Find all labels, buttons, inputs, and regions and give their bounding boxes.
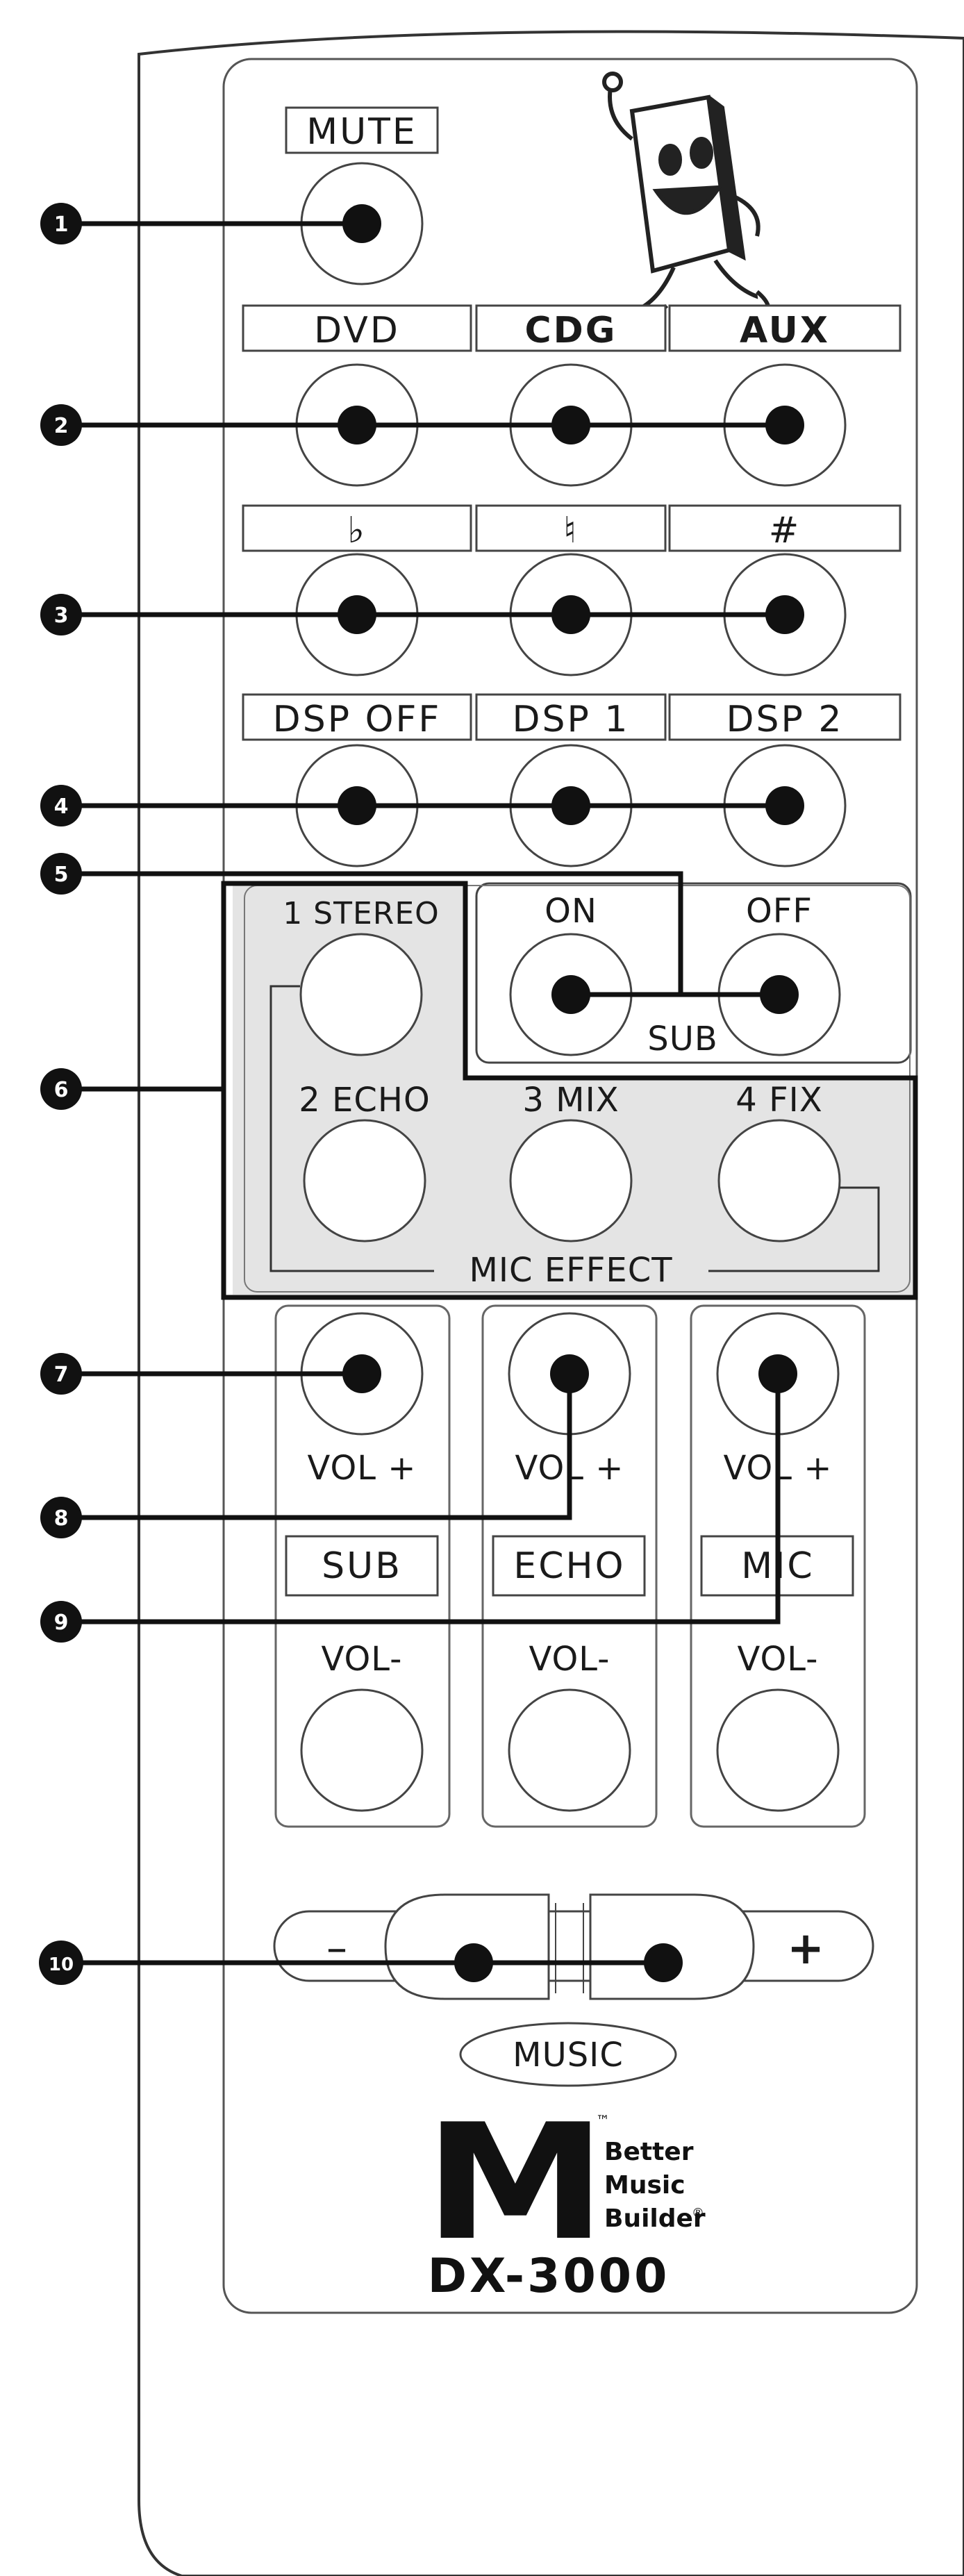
- echo-button[interactable]: [303, 1119, 426, 1243]
- logo-letters: M: [424, 2090, 606, 2275]
- music-label: MUSIC: [513, 2036, 624, 2075]
- callout-6: 6: [40, 1068, 82, 1110]
- svg-text:8: 8: [54, 1506, 69, 1531]
- natural-label-box: [475, 504, 667, 552]
- sharp-label: #: [769, 510, 801, 551]
- svg-text:10: 10: [49, 1954, 74, 1975]
- echo-label: 2 ECHO: [299, 1081, 431, 1120]
- svg-text:5: 5: [54, 863, 69, 887]
- callout-dots: [338, 204, 804, 1982]
- dsp1-label: DSP 1: [512, 699, 629, 740]
- model-label: DX-3000: [428, 2249, 670, 2304]
- callout-2: 2: [40, 404, 82, 446]
- mic-vol-down-label: VOL-: [738, 1640, 819, 1679]
- logo-line-3: Builder: [604, 2204, 706, 2233]
- music-label-oval: [459, 2022, 677, 2087]
- echo-vol-down-label: VOL-: [529, 1640, 610, 1679]
- dvd-label: DVD: [314, 310, 400, 351]
- mic-vol-down-button[interactable]: [716, 1688, 840, 1812]
- dsp2-label-box: [668, 693, 901, 741]
- fix-button[interactable]: [717, 1119, 841, 1243]
- aux-label-box: [668, 304, 901, 352]
- sub-off-label: OFF: [746, 892, 813, 931]
- brand-logo: M ™ Better Music Builder ® DX-3000: [424, 2090, 706, 2304]
- sub-name-box: [285, 1535, 439, 1597]
- dsp2-label: DSP 2: [726, 699, 843, 740]
- echo-vol-down-button[interactable]: [508, 1688, 631, 1812]
- svg-text:9: 9: [54, 1611, 69, 1635]
- sub-group-label: SUB: [647, 1020, 718, 1058]
- svg-text:7: 7: [54, 1363, 69, 1387]
- cdg-label: CDG: [524, 310, 617, 351]
- music-rocker-track: [273, 1910, 874, 1982]
- logo-line-1: Better: [604, 2138, 694, 2166]
- logo-tm: ™: [596, 2112, 610, 2129]
- dsp-off-label: DSP OFF: [273, 699, 442, 740]
- callout-10: 10: [39, 1941, 83, 1985]
- svg-text:3: 3: [54, 604, 69, 628]
- dvd-label-box: [242, 304, 472, 352]
- svg-text:4: 4: [54, 795, 69, 819]
- callout-8: 8: [40, 1497, 82, 1538]
- sub-vol-down-label: VOL-: [322, 1640, 403, 1679]
- svg-text:2: 2: [54, 414, 69, 438]
- sharp-label-box: [668, 504, 901, 552]
- fix-label: 4 FIX: [736, 1081, 822, 1120]
- mix-label: 3 MIX: [522, 1081, 619, 1120]
- callout-5: 5: [40, 853, 82, 895]
- flat-label: ♭: [347, 510, 367, 551]
- callout-6-frame: [221, 881, 918, 1300]
- sub-vol-up-label: VOL +: [308, 1449, 417, 1488]
- cdg-label-box: [475, 304, 667, 352]
- aux-label: AUX: [740, 310, 830, 351]
- svg-text:1: 1: [54, 213, 69, 237]
- music-plus-label: +: [787, 1923, 824, 1975]
- callout-9: 9: [40, 1601, 82, 1643]
- echo-name-label: ECHO: [513, 1545, 625, 1587]
- mic-effect-label: MIC EFFECT: [469, 1251, 672, 1290]
- callout-3: 3: [40, 594, 82, 635]
- mic-effect-label-bg: [438, 1250, 705, 1289]
- sub-vol-down-button[interactable]: [300, 1688, 424, 1812]
- logo-line-2: Music: [604, 2171, 685, 2200]
- logo-registered: ®: [692, 2206, 704, 2220]
- stereo-button[interactable]: [299, 933, 423, 1056]
- callout-4: 4: [40, 785, 82, 826]
- dsp1-label-box: [475, 693, 667, 741]
- mic-effect-bracket: [269, 985, 880, 1272]
- stereo-label: 1 STEREO: [283, 896, 440, 931]
- flat-label-box: [242, 504, 472, 552]
- svg-text:6: 6: [54, 1078, 69, 1102]
- dsp-off-label-box: [242, 693, 472, 741]
- sub-name-label: SUB: [322, 1545, 402, 1587]
- sub-on-label: ON: [545, 892, 597, 931]
- natural-label: ♮: [563, 510, 579, 551]
- mix-button[interactable]: [509, 1119, 633, 1243]
- callout-7: 7: [40, 1353, 82, 1395]
- callout-1: 1: [40, 203, 82, 244]
- echo-name-box: [492, 1535, 646, 1597]
- mic-effect-frame: [244, 885, 911, 1293]
- mute-label-box: [285, 106, 439, 154]
- mute-label: MUTE: [306, 111, 417, 153]
